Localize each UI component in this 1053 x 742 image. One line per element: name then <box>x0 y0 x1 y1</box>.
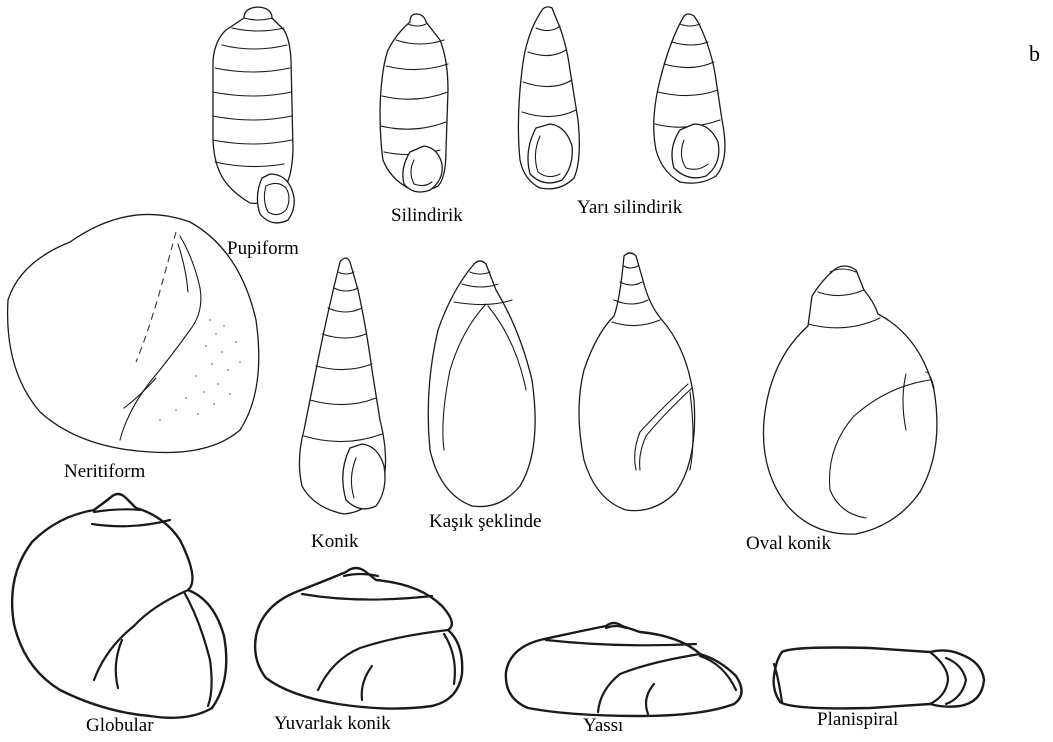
label-neritiform: Neritiform <box>64 462 145 481</box>
yari-silindirik-shell-drawing-1 <box>518 7 579 189</box>
silindirik-shell-drawing <box>380 14 448 192</box>
yassi-shell-drawing <box>506 623 742 716</box>
oval-konik-shell-drawing <box>763 266 936 534</box>
yuvarlak-konik-shell-drawing <box>255 568 462 709</box>
panel-letter: b <box>1029 43 1040 65</box>
label-kasik-seklinde: Kaşık şeklinde <box>429 512 541 531</box>
neritiform-shell-drawing <box>8 214 259 452</box>
yari-silindirik-shell-drawing-2 <box>654 14 725 183</box>
planispiral-shell-drawing <box>774 648 984 709</box>
label-silindirik: Silindirik <box>391 206 463 225</box>
konik-shell-drawing-2 <box>579 253 695 511</box>
label-globular: Globular <box>86 716 154 735</box>
label-yari-silindirik: Yarı silindirik <box>577 198 682 217</box>
kasik-seklinde-shell-drawing <box>428 261 535 507</box>
pupiform-shell-drawing <box>213 7 294 223</box>
label-yassi: Yassı <box>583 716 623 735</box>
konik-shell-drawing <box>299 258 385 514</box>
label-planispiral: Planispiral <box>817 710 898 729</box>
globular-shell-drawing <box>12 494 226 718</box>
label-konik: Konik <box>311 532 359 551</box>
label-pupiform: Pupiform <box>227 239 299 258</box>
label-yuvarlak-konik: Yuvarlak konik <box>274 714 391 733</box>
label-oval-konik: Oval konik <box>746 534 831 553</box>
